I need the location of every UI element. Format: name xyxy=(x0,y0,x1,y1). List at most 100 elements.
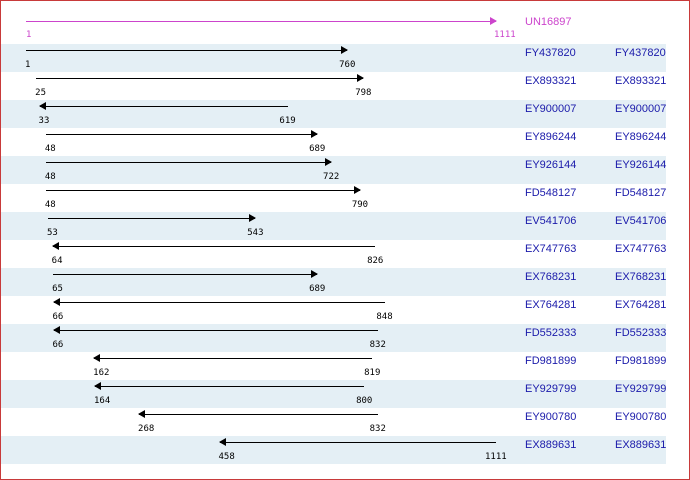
hit-accession-link[interactable]: EX889631 xyxy=(525,439,577,451)
hit-accession-link[interactable]: EX747763 xyxy=(525,243,577,255)
hit-arrow xyxy=(53,270,319,278)
hit-end-coord: 832 xyxy=(369,340,386,350)
hit-accession-link-secondary[interactable]: EX764281 xyxy=(615,299,667,311)
hit-end-coord: 689 xyxy=(309,284,326,294)
hit-accession-link[interactable]: EY896244 xyxy=(525,131,577,143)
arrow-left-icon xyxy=(51,242,59,250)
hit-accession-link[interactable]: EX893321 xyxy=(525,75,577,87)
hit-accession-link-secondary[interactable]: FD548127 xyxy=(615,187,667,199)
hit-start-coord: 33 xyxy=(38,116,50,126)
hit-end-coord: 819 xyxy=(364,368,381,378)
hit-accession-link[interactable]: EY926144 xyxy=(525,159,577,171)
hit-accession-link[interactable]: EY900007 xyxy=(525,103,577,115)
hit-end-coord: 689 xyxy=(309,144,326,154)
hit-accession-link-secondary[interactable]: FY437820 xyxy=(615,47,666,59)
hit-row: 65 689 EX768231 EX768231 xyxy=(1,268,666,296)
hit-row: 66 832 FD552333 FD552333 xyxy=(1,324,666,352)
hit-arrow xyxy=(48,214,257,222)
hit-accession-link[interactable]: FD548127 xyxy=(525,187,577,199)
hit-accession-link-secondary[interactable]: EY896244 xyxy=(615,131,667,143)
hit-accession-link[interactable]: FD552333 xyxy=(525,327,577,339)
arrow-left-icon xyxy=(138,410,146,418)
hit-accession-link-secondary[interactable]: EX747763 xyxy=(615,243,667,255)
hit-accession-link-secondary[interactable]: FD981899 xyxy=(615,355,667,367)
hit-start-coord: 53 xyxy=(47,228,58,238)
hit-accession-link-secondary[interactable]: EY929799 xyxy=(615,383,667,395)
arrow-left-icon xyxy=(52,298,60,306)
query-accession: UN16897 xyxy=(525,16,572,28)
hit-end-coord: 1111 xyxy=(485,452,507,462)
hit-start-coord: 268 xyxy=(138,424,155,434)
hit-accession-link[interactable]: FD981899 xyxy=(525,355,577,367)
arrow-left-icon xyxy=(93,354,101,362)
hit-arrow xyxy=(45,186,362,194)
hit-accession-link-secondary[interactable]: EX893321 xyxy=(615,75,667,87)
hit-arrow xyxy=(26,46,349,54)
hit-row: 48 689 EY896244 EY896244 xyxy=(1,128,666,156)
hit-accession-link[interactable]: EY929799 xyxy=(525,383,577,395)
arrow-left-icon xyxy=(94,382,102,390)
hit-start-coord: 48 xyxy=(44,144,56,154)
hit-accession-link-secondary[interactable]: EX768231 xyxy=(615,271,667,283)
hit-start-coord: 1 xyxy=(25,60,31,70)
hit-accession-link[interactable]: EX768231 xyxy=(525,271,577,283)
hit-accession-link[interactable]: EV541706 xyxy=(525,215,577,227)
hit-start-coord: 65 xyxy=(52,284,63,294)
hit-end-coord: 800 xyxy=(356,396,373,406)
hit-start-coord: 48 xyxy=(44,200,56,210)
arrow-right-icon xyxy=(311,130,319,138)
query-end-coord: 1111 xyxy=(494,30,516,40)
hit-arrow xyxy=(52,326,378,334)
hit-end-coord: 543 xyxy=(247,228,264,238)
hit-arrow xyxy=(36,74,365,82)
arrow-left-icon xyxy=(52,326,60,334)
arrow-right-icon xyxy=(341,46,349,54)
arrow-right-icon xyxy=(325,158,333,166)
hit-arrow xyxy=(45,158,333,166)
hit-accession-link-secondary[interactable]: EY926144 xyxy=(615,159,667,171)
arrow-right-icon xyxy=(311,270,319,278)
hit-start-coord: 25 xyxy=(35,88,46,98)
hit-arrow xyxy=(218,438,496,446)
hit-arrow xyxy=(51,242,376,250)
hit-arrow xyxy=(138,410,378,418)
arrow-left-icon xyxy=(218,438,226,446)
hit-accession-link[interactable]: EY900780 xyxy=(525,411,577,423)
hit-accession-link-secondary[interactable]: EY900007 xyxy=(615,103,667,115)
hit-row: 48 722 EY926144 EY926144 xyxy=(1,156,666,184)
hit-accession-link-secondary[interactable]: FD552333 xyxy=(615,327,667,339)
hit-accession-link[interactable]: EX764281 xyxy=(525,299,577,311)
hit-end-coord: 722 xyxy=(323,172,340,182)
hit-row: 164 800 EY929799 EY929799 xyxy=(1,380,666,408)
hit-start-coord: 164 xyxy=(94,396,111,406)
hit-accession-link-secondary[interactable]: EV541706 xyxy=(615,215,667,227)
hit-end-coord: 619 xyxy=(279,116,296,126)
hit-start-coord: 48 xyxy=(44,172,56,182)
query-row: 1 1111 UN16897 xyxy=(1,1,689,43)
hit-arrow xyxy=(93,354,373,362)
hit-row: 33 619 EY900007 EY900007 xyxy=(1,100,666,128)
arrow-left-icon xyxy=(38,102,46,110)
arrow-right-icon xyxy=(490,17,497,25)
hit-arrow xyxy=(94,382,365,390)
hit-row: 66 848 EX764281 EX764281 xyxy=(1,296,666,324)
hit-start-coord: 66 xyxy=(52,340,64,350)
hit-accession-link-secondary[interactable]: EY900780 xyxy=(615,411,667,423)
hit-start-coord: 66 xyxy=(52,312,64,322)
hit-end-coord: 790 xyxy=(351,200,369,210)
hit-start-coord: 64 xyxy=(51,256,63,266)
hit-arrow xyxy=(52,298,385,306)
query-arrow xyxy=(26,17,497,25)
arrow-right-icon xyxy=(249,214,257,222)
hit-accession-link-secondary[interactable]: EX889631 xyxy=(615,439,667,451)
hit-row: 48 790 FD548127 FD548127 xyxy=(1,184,666,212)
hit-accession-link[interactable]: FY437820 xyxy=(525,47,576,59)
hit-end-coord: 848 xyxy=(376,312,393,322)
arrow-right-icon xyxy=(354,186,362,194)
hit-arrow xyxy=(38,102,288,110)
